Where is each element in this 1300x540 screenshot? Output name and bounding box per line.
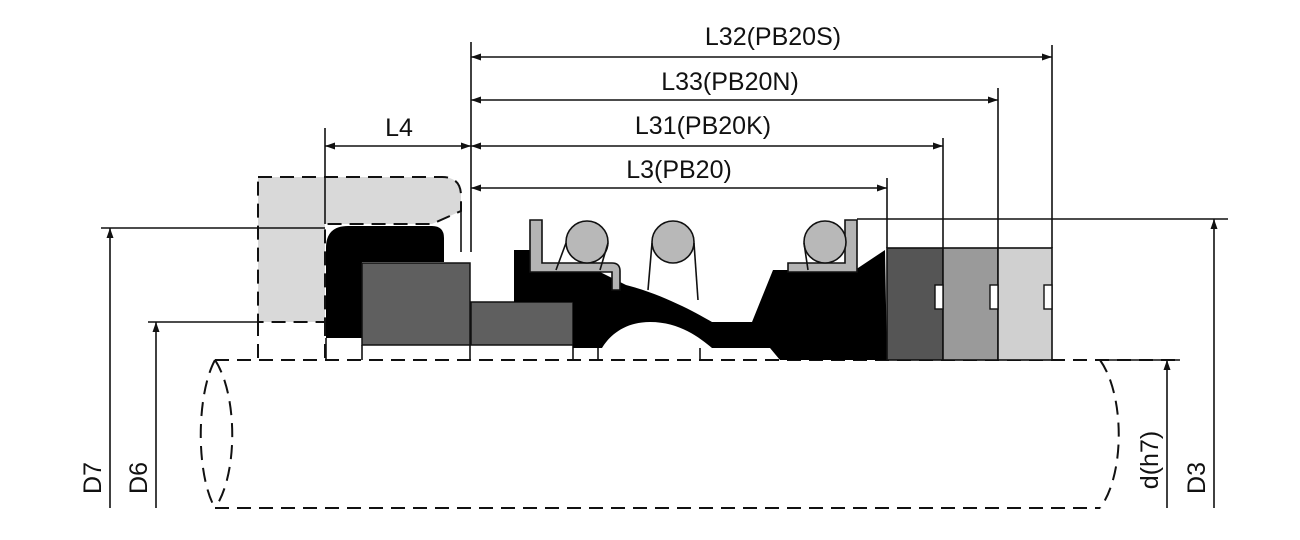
stationary-ring [361, 262, 471, 346]
label-d-h7: d(h7) [1136, 431, 1164, 489]
sleeve-ring [470, 301, 574, 346]
dimension-labels: L32(PB20S) L33(PB20N) L31(PB20K) L3(PB20… [79, 23, 1211, 494]
spring [555, 220, 847, 301]
dimension-arrows [106, 53, 1218, 508]
label-d7: D7 [79, 462, 107, 494]
label-d3: D3 [1183, 462, 1211, 494]
seat-housing [257, 176, 462, 360]
label-d6: D6 [125, 462, 153, 494]
shaft [199, 359, 1180, 509]
label-l3: L3(PB20) [626, 156, 732, 184]
drive-collars [886, 247, 1053, 361]
spring-retainer-right [787, 219, 858, 273]
label-l32: L32(PB20S) [705, 23, 841, 51]
label-l31: L31(PB20K) [635, 112, 771, 140]
collar-pb20n [997, 247, 1053, 361]
label-l33: L33(PB20N) [661, 68, 799, 96]
spring-retainer-left [529, 219, 621, 291]
rubber-bellows [514, 250, 887, 360]
seat-cup-elastomer [326, 226, 444, 338]
label-l4: L4 [385, 114, 413, 142]
seal-face-lines [325, 338, 471, 360]
